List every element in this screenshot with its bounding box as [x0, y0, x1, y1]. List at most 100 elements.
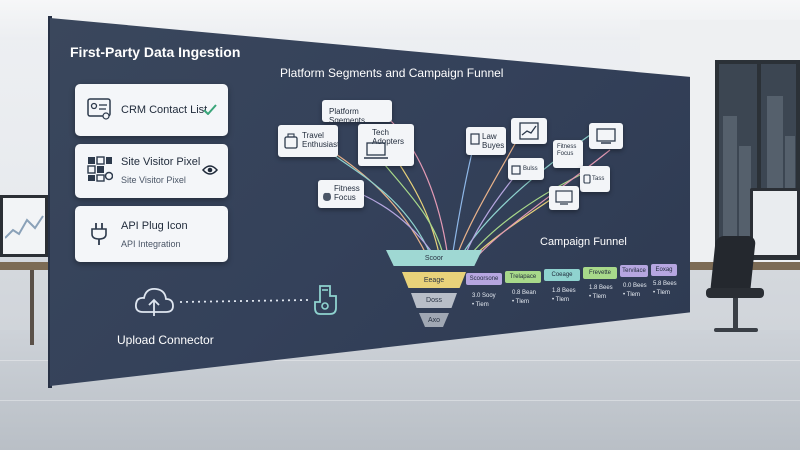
funnel-layer-label: Doss	[426, 297, 442, 304]
monitor-tile-icon	[555, 190, 573, 205]
stage-metric-5: 0.0 Bees • Tlem	[623, 282, 647, 300]
stage-tab-5[interactable]: Tervilace	[620, 265, 648, 277]
stage-metric-1: 3.0 Sooy • Tiem	[472, 292, 496, 310]
segments-title: Platform Segments and Campaign Funnel	[280, 66, 504, 80]
segment-card-law-buyes[interactable]: Law Buyes	[466, 127, 506, 155]
segment-card-travel[interactable]: Travel Enthusiasts	[278, 125, 338, 157]
funnel-layer-second[interactable]: Eeage	[402, 272, 466, 288]
api-integration-card[interactable]: API Plug Icon API Integration	[75, 206, 228, 262]
funnel-layer-label: Scoor	[424, 254, 444, 262]
segment-card-screen[interactable]	[589, 123, 623, 149]
plug-icon	[91, 223, 107, 245]
segment-label: Platform Sgements	[329, 107, 366, 122]
tag-icon	[470, 133, 480, 145]
city-building	[723, 116, 737, 256]
funnel-layer-top[interactable]: Scoor	[386, 250, 482, 266]
ingestion-title: First-Party Data Ingestion	[70, 44, 241, 60]
stage-metric-value: 0.8 Bean	[512, 290, 537, 296]
site-pixel-label: Site Visitor Pixel	[121, 156, 201, 168]
cloud-upload-icon[interactable]	[133, 282, 175, 324]
api-integration-sub: API Integration	[121, 239, 181, 249]
campaign-funnel-title: Campaign Funnel	[540, 236, 627, 248]
stage-tab-1[interactable]: Scoorsone	[466, 273, 502, 285]
window-mullion	[757, 64, 761, 256]
connector-node-icon[interactable]	[312, 282, 342, 318]
stage-metric-value: 3.0 Sooy	[472, 293, 496, 299]
floor-seam	[0, 400, 800, 401]
stage-metric-sub: • Tlem	[552, 297, 569, 303]
left-desk	[0, 262, 60, 270]
funnel-layer-label: Eeage	[423, 276, 445, 284]
stage-metric-2: 0.8 Bean • Tlem	[512, 289, 536, 307]
stage-metric-4: 1.8 Bees • Tlem	[589, 284, 613, 302]
segment-card-tech[interactable]: Tech Adopters	[358, 124, 414, 166]
chart-tile-icon	[519, 122, 539, 140]
bag-icon	[511, 165, 521, 175]
stage-metric-sub: • Tlem	[653, 290, 670, 296]
luggage-icon	[284, 133, 298, 149]
stage-tab-4[interactable]: Frevette	[583, 267, 617, 279]
contact-card-icon	[87, 98, 111, 120]
segment-card-platform[interactable]: Platform Sgements	[322, 100, 392, 122]
stage-label: Coeage	[551, 272, 573, 278]
segment-label: Fitness Focus	[557, 144, 577, 157]
site-pixel-card[interactable]: Site Visitor Pixel Site Visitor Pixel	[75, 144, 228, 198]
floor-seam	[0, 360, 800, 361]
city-building	[739, 146, 751, 256]
crm-contact-card[interactable]: CRM Contact List	[75, 84, 228, 136]
office-chair-base	[714, 328, 758, 332]
stage-label: Eoxag	[655, 267, 673, 273]
stage-metric-value: 0.0 Bees	[623, 283, 647, 289]
segment-label: Bulss	[523, 166, 538, 172]
office-chair-back	[709, 236, 757, 294]
left-desk-leg	[30, 270, 34, 345]
screen-icon	[596, 128, 616, 144]
segment-label: Tech Adopters	[372, 128, 405, 146]
dashboard-board	[50, 18, 690, 386]
funnel-layer-third[interactable]: Doss	[411, 293, 457, 308]
pixel-grid-icon	[87, 156, 113, 182]
laptop-icon	[364, 142, 388, 159]
funnel-layer-bottom[interactable]: Axo	[419, 313, 449, 327]
site-pixel-sub: Site Visitor Pixel	[121, 175, 186, 185]
stage-label: Scoorsone	[469, 276, 499, 282]
crm-contact-label: CRM Contact List	[121, 104, 208, 116]
segment-card-fitness-focus-2[interactable]: Fitness Focus	[553, 140, 583, 168]
segment-label: Travel Enthusiasts	[302, 131, 338, 149]
stage-metric-3: 1.8 Bees • Tlem	[552, 287, 576, 305]
upload-connector-label: Upload Connector	[117, 333, 214, 347]
upload-dotted-line	[180, 299, 309, 303]
stage-tab-2[interactable]: Trelapace	[505, 271, 541, 283]
segment-label: Law Buyes	[482, 132, 505, 150]
eye-icon	[202, 165, 218, 175]
stage-metric-sub: • Tlem	[623, 292, 640, 298]
segment-card-tass[interactable]: Tass	[580, 166, 610, 192]
segment-label: Fitness Focus	[334, 184, 360, 202]
stage-metric-value: 1.8 Bees	[589, 285, 613, 291]
segment-card-fitness[interactable]: Fitness Focus	[318, 180, 364, 208]
checkmark-icon	[203, 104, 217, 115]
stage-metric-value: 5.8 Bees	[653, 281, 677, 287]
phone-icon	[583, 174, 591, 184]
stage-tab-3[interactable]: Coeage	[544, 269, 580, 281]
api-plug-label: API Plug Icon	[121, 220, 188, 232]
stage-tab-6[interactable]: Eoxag	[651, 264, 677, 276]
right-monitor	[750, 188, 800, 258]
segment-card-monitor[interactable]	[549, 186, 579, 210]
monitor-graph-icon	[5, 215, 44, 239]
office-chair-seat	[706, 288, 764, 298]
stage-label: Trelapace	[509, 274, 537, 280]
stage-metric-sub: • Tlem	[589, 294, 606, 300]
stage-label: Frevette	[588, 270, 611, 276]
segment-card-bulss[interactable]: Bulss	[508, 158, 544, 180]
stage-metric-sub: • Tiem	[472, 302, 489, 308]
stage-metric-sub: • Tlem	[512, 299, 529, 305]
funnel-layer-label: Axo	[427, 316, 441, 324]
stage-label: Tervilace	[622, 268, 646, 274]
segment-card-chart[interactable]	[511, 118, 547, 144]
office-chair-post	[733, 298, 738, 330]
segment-label: Tass	[592, 176, 605, 182]
stage-metric-6: 5.8 Bees • Tlem	[653, 280, 677, 298]
apple-icon	[323, 192, 331, 201]
stage-metric-value: 1.8 Bees	[552, 288, 576, 294]
